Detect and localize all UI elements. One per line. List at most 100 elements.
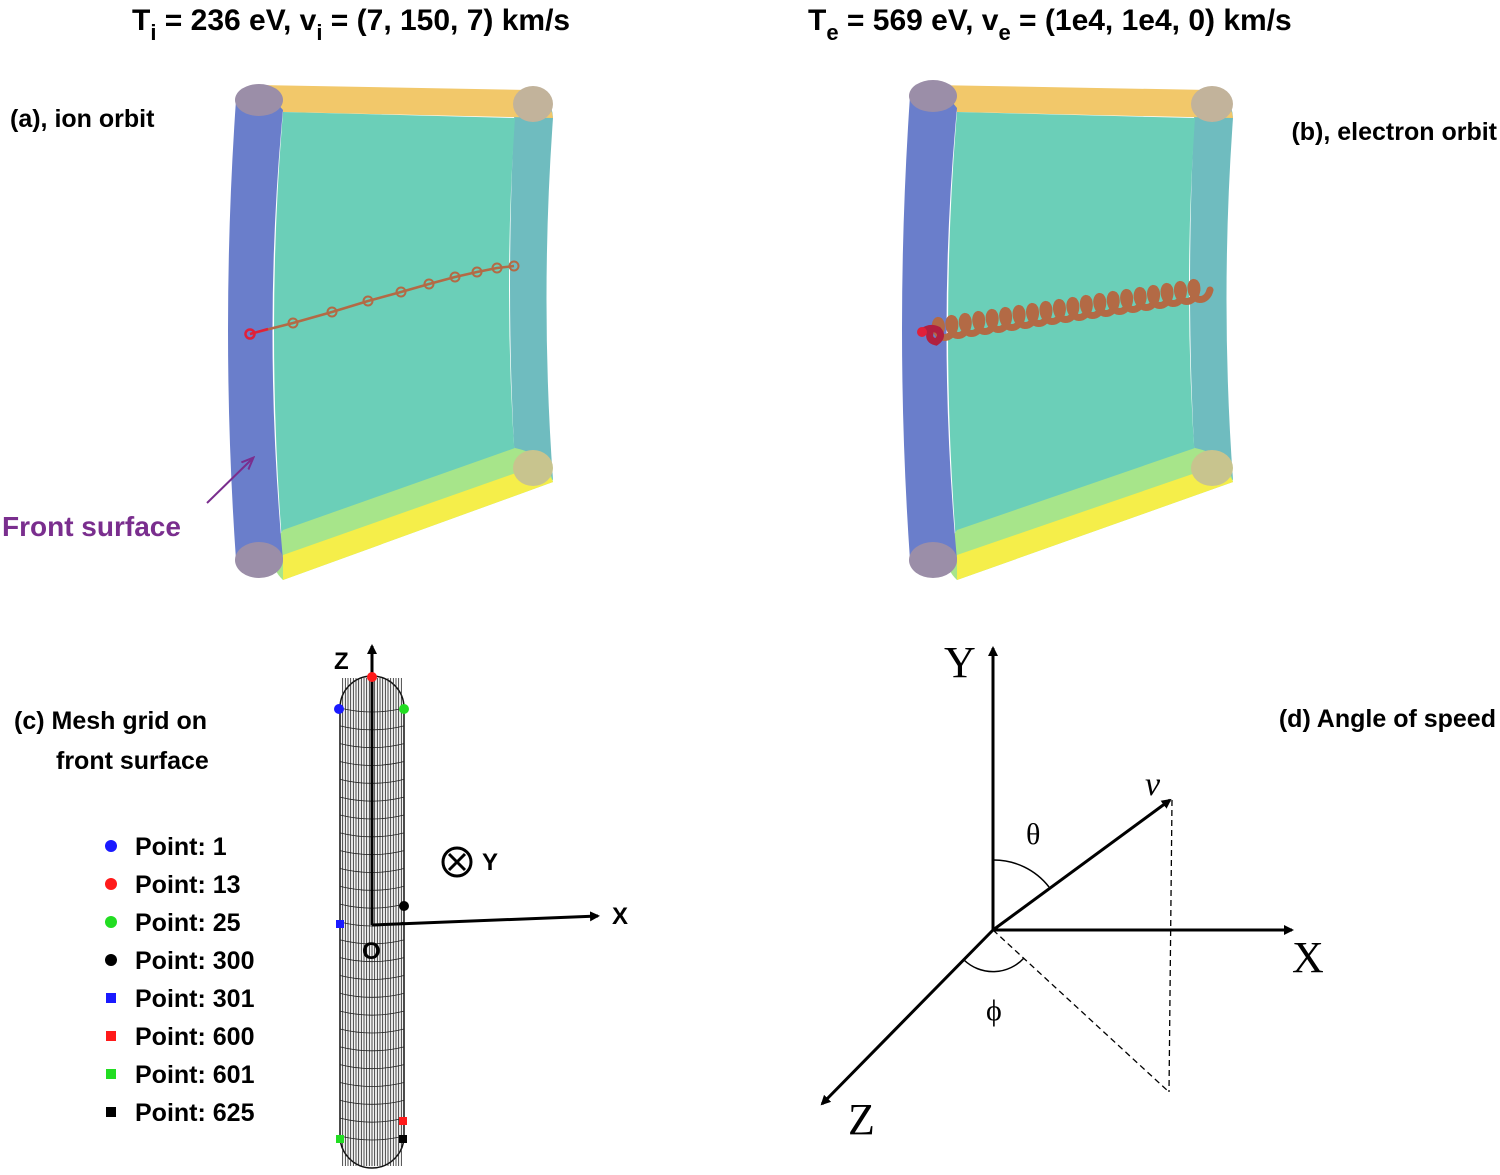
slab-cap-top-right (1191, 86, 1233, 122)
ion-orbit-marker (423, 278, 435, 290)
mesh-line (339, 939, 405, 945)
axis-z-arrow (820, 928, 995, 1106)
slab-back-face (510, 90, 553, 480)
front-surface-arrow (206, 459, 252, 504)
legend-marker (105, 916, 117, 928)
ion-orbit-marker (395, 286, 407, 298)
panel-b-title: Te = 569 eV, ve = (1e4, 1e4, 0) km/s (808, 4, 1292, 45)
slab-body (274, 112, 515, 555)
projection-lines (992, 799, 1173, 1093)
legend-marker (105, 840, 117, 852)
slab-bottom-edge-yellow (957, 468, 1233, 580)
phi-arc (963, 957, 1025, 973)
ion-orbit-marker (508, 260, 520, 272)
slab-cap-bottom-left (909, 542, 957, 578)
panel-d-label: (d) Angle of speed (1279, 705, 1496, 733)
mesh-line (339, 992, 405, 998)
point-13-marker (367, 672, 377, 682)
panel-a: Ti = 236 eV, vi = (7, 150, 7) km/s (a), … (2, 4, 570, 580)
panel-c-label-line2: front surface (56, 747, 209, 775)
mesh-line (339, 1117, 405, 1123)
point-301-marker (336, 920, 344, 928)
origin-label: O (362, 938, 381, 965)
ion-orbit-marker (471, 266, 483, 278)
legend-label: Point: 1 (135, 833, 227, 861)
point-300-marker (399, 901, 409, 911)
theta-arc (992, 859, 1050, 888)
axis-x-label: X (612, 903, 628, 930)
slab-cap-top-right (513, 86, 553, 122)
slab-ion (228, 84, 553, 580)
legend-label: Point: 600 (135, 1023, 254, 1051)
ion-orbit-start-segment (249, 327, 269, 336)
mesh-line (339, 1082, 405, 1087)
slab-cap-top-left (235, 84, 283, 116)
electron-orbit-start-segment (918, 324, 945, 346)
legend-marker (105, 954, 117, 966)
legend-label: Point: 13 (135, 871, 241, 899)
slab-back-face (1190, 90, 1233, 480)
ion-orbit-path (249, 264, 515, 336)
mesh-line (339, 1028, 405, 1034)
mesh-line (339, 1099, 405, 1105)
panel-d: (d) Angle of speed Y X Z v θ ϕ (820, 638, 1496, 1144)
slab-cap-bottom-right (1191, 450, 1233, 486)
mesh-line (339, 1046, 405, 1052)
mesh-line (339, 1064, 405, 1070)
axis-y-label: Y (944, 638, 976, 687)
point-25-marker (399, 704, 409, 714)
electron-orbit-start-marker (917, 327, 927, 337)
panel-c: (c) Mesh grid on front surface Z X O Y (14, 644, 628, 1169)
axis-x-arrow (371, 911, 600, 927)
mesh-line (339, 975, 405, 980)
legend-marker (106, 1031, 116, 1041)
slab-top-edge (932, 85, 1233, 118)
slab-body (948, 112, 1195, 555)
panel-a-title: Ti = 236 eV, vi = (7, 150, 7) km/s (132, 4, 570, 45)
legend-marker (105, 878, 117, 890)
ion-orbit-start-marker (244, 328, 256, 340)
ion-orbit (244, 260, 520, 340)
point-601-marker (336, 1135, 344, 1143)
mesh-line (339, 1010, 405, 1016)
ion-orbit-marker (326, 306, 338, 318)
panel-b-label: (b), electron orbit (1291, 118, 1497, 146)
electron-orbit-path (931, 278, 1214, 342)
legend-marker (106, 1107, 116, 1117)
panel-c-label-line1: (c) Mesh grid on (14, 707, 207, 735)
axis-y-into-page-icon (441, 846, 473, 878)
front-surface-label: Front surface (2, 511, 181, 542)
panel-a-label: (a), ion orbit (10, 105, 155, 133)
ion-orbit-marker (362, 295, 374, 307)
legend-marker (106, 993, 116, 1003)
projection-diagonal-line (992, 929, 1170, 1093)
phi-label: ϕ (986, 994, 1002, 1027)
slab-top-edge (258, 85, 553, 118)
axis-z-label: Z (848, 1095, 875, 1144)
legend-marker (106, 1069, 116, 1079)
electron-orbit (917, 278, 1214, 346)
axis-z-label: Z (334, 648, 349, 675)
panel-b: Te = 569 eV, ve = (1e4, 1e4, 0) km/s (b)… (808, 4, 1498, 580)
legend-label: Point: 25 (135, 909, 241, 937)
point-600-marker (399, 1117, 407, 1125)
axis-y-label: Y (482, 849, 498, 876)
mesh-points (334, 672, 409, 1143)
slab-cap-top-left (909, 80, 957, 112)
slab-cap-bottom-right (513, 450, 553, 486)
legend-label: Point: 601 (135, 1061, 255, 1089)
point-625-marker (399, 1135, 407, 1143)
projection-vertical-line (1168, 799, 1173, 1093)
slab-bottom-edge-yellow (283, 468, 553, 580)
ion-orbit-marker (287, 317, 299, 329)
ion-orbit-marker (491, 262, 503, 274)
legend-label: Point: 301 (135, 985, 255, 1013)
point-1-marker (334, 704, 344, 714)
mesh-line (339, 957, 405, 963)
ion-orbit-marker (449, 271, 461, 283)
axis-x-label: X (1292, 933, 1324, 982)
vector-label: v (1145, 766, 1161, 803)
slab-electron (902, 80, 1233, 580)
